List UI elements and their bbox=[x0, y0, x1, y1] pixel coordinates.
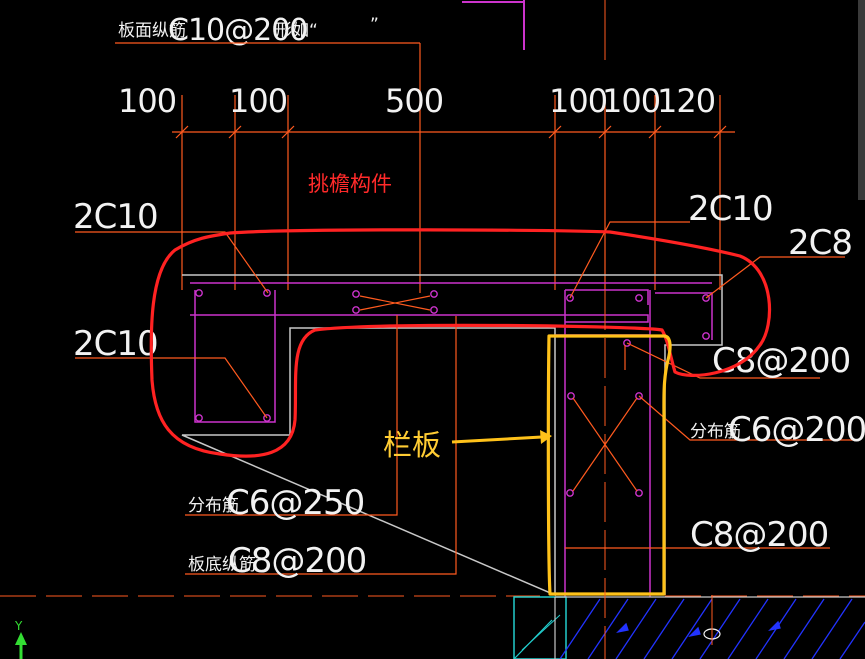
top-stirrup bbox=[565, 289, 649, 305]
leader-bottom-long bbox=[185, 316, 457, 575]
leader-right-stirrup bbox=[626, 342, 820, 379]
leader-right-top bbox=[569, 221, 690, 299]
rebar-dot bbox=[702, 294, 710, 302]
label-right-lower: C8@200 bbox=[690, 515, 828, 555]
left-stirrup bbox=[194, 290, 276, 423]
leader-left-bottom bbox=[75, 357, 268, 419]
rebar-dot bbox=[352, 290, 360, 298]
bottom-main-rebar bbox=[190, 314, 649, 323]
parapet-arrow-head bbox=[540, 430, 552, 444]
base-cyan-block bbox=[513, 596, 567, 659]
label-left-bottom-rebar: 2C10 bbox=[73, 324, 158, 364]
rebar-dot bbox=[430, 290, 438, 298]
rebar-dot bbox=[702, 332, 710, 340]
parapet-annotation: 栏板 bbox=[383, 334, 672, 596]
hatch-line bbox=[811, 598, 853, 659]
rebar-dot bbox=[635, 294, 643, 302]
dim-text-4: 100 bbox=[549, 82, 607, 120]
ucs-arrow bbox=[15, 632, 27, 645]
leader-far-right bbox=[705, 256, 845, 299]
eave-label: 挑檐构件 bbox=[308, 172, 392, 196]
hatch-line bbox=[671, 598, 713, 659]
rebar-dot bbox=[430, 306, 438, 314]
dim-tick-1 bbox=[175, 125, 189, 139]
label-bottom-dist-prefix: 分布筋 bbox=[188, 496, 239, 516]
top-note-suffix: 形如“ bbox=[275, 21, 318, 41]
label-right-stirrup: C8@200 bbox=[712, 341, 850, 381]
rebar-dot bbox=[566, 294, 574, 302]
rebar-dot bbox=[635, 489, 643, 497]
hatch-line bbox=[699, 598, 741, 659]
parapet-outline bbox=[546, 334, 672, 596]
base-cyan-diag bbox=[521, 614, 561, 651]
hatch-line bbox=[727, 598, 769, 659]
label-far-right-rebar: 2C8 bbox=[788, 223, 852, 263]
rebar-dot bbox=[623, 339, 631, 347]
ucs-axis-letter: Y bbox=[14, 619, 23, 633]
eave-annotation: 挑檐构件 bbox=[149, 172, 772, 458]
top-note-tail: ” bbox=[370, 15, 379, 35]
dimension-texts: 100 100 500 100 100 120 bbox=[118, 82, 716, 120]
dim-tick-5 bbox=[598, 125, 612, 139]
rebar-dot bbox=[263, 289, 271, 297]
rebar-labels: 2C10 2C10 2C10 2C8 C8@200 分布筋 C6@200 C8@… bbox=[73, 189, 865, 581]
leader-left-top bbox=[75, 231, 269, 294]
dim-text-1: 100 bbox=[118, 82, 176, 120]
rebar-dot bbox=[263, 414, 271, 422]
dim-text-6: 120 bbox=[657, 82, 715, 120]
top-note: 板面纵筋 C10@200 形如“ ” bbox=[115, 13, 421, 293]
hatch-line bbox=[839, 621, 865, 659]
dimension-chain bbox=[172, 95, 735, 290]
rebar-group bbox=[190, 282, 713, 597]
cross-mark-line bbox=[359, 295, 431, 311]
dim-tick-3 bbox=[281, 125, 295, 139]
hatch-line bbox=[783, 598, 825, 659]
label-right-dist-prefix: 分布筋 bbox=[690, 422, 741, 442]
dim-text-3: 500 bbox=[385, 82, 443, 120]
rebar-dot bbox=[566, 489, 574, 497]
label-bottom-long-prefix: 板底纵筋 bbox=[188, 555, 256, 575]
hatch-line bbox=[615, 598, 657, 659]
top-note-spec: C10@200 bbox=[168, 13, 307, 48]
hatch-line bbox=[587, 598, 629, 659]
label-left-top-rebar: 2C10 bbox=[73, 197, 158, 237]
label-bottom-long-spec: C8@200 bbox=[228, 541, 366, 581]
rebar-dot bbox=[567, 392, 575, 400]
dim-tick-6 bbox=[648, 125, 662, 139]
dim-text-5: 100 bbox=[602, 82, 660, 120]
rebar-dot bbox=[635, 392, 643, 400]
scroll-strip[interactable] bbox=[858, 0, 865, 200]
hatch-line bbox=[559, 598, 601, 659]
eave-outline-circle bbox=[149, 228, 772, 458]
parapet-rebars bbox=[564, 290, 651, 597]
dim-tick-2 bbox=[228, 125, 242, 139]
label-right-top-rebar: 2C10 bbox=[688, 189, 773, 229]
dim-tick-7 bbox=[713, 125, 727, 139]
ucs-y-axis-icon: Y bbox=[14, 619, 27, 659]
top-note-prefix: 板面纵筋 bbox=[118, 21, 186, 41]
rebar-dot bbox=[352, 306, 360, 314]
label-bottom-dist-spec: C6@250 bbox=[226, 483, 364, 523]
parapet-label: 栏板 bbox=[383, 428, 441, 462]
dim-tick-4 bbox=[548, 125, 562, 139]
rebar-dot bbox=[195, 289, 203, 297]
hatch-marks bbox=[616, 620, 781, 638]
label-right-dist-spec: C6@200 bbox=[728, 410, 865, 450]
rebar-dot bbox=[195, 414, 203, 422]
base-hatch bbox=[559, 598, 865, 659]
base-area bbox=[0, 595, 865, 659]
rebar-dots bbox=[195, 289, 710, 497]
parapet-arrow-shaft bbox=[451, 435, 543, 444]
leader-lines bbox=[75, 221, 855, 575]
leader-bottom-dist bbox=[185, 315, 398, 516]
dim-text-2: 100 bbox=[229, 82, 287, 120]
leader-right-dist bbox=[638, 395, 855, 441]
hatch-line bbox=[643, 598, 685, 659]
